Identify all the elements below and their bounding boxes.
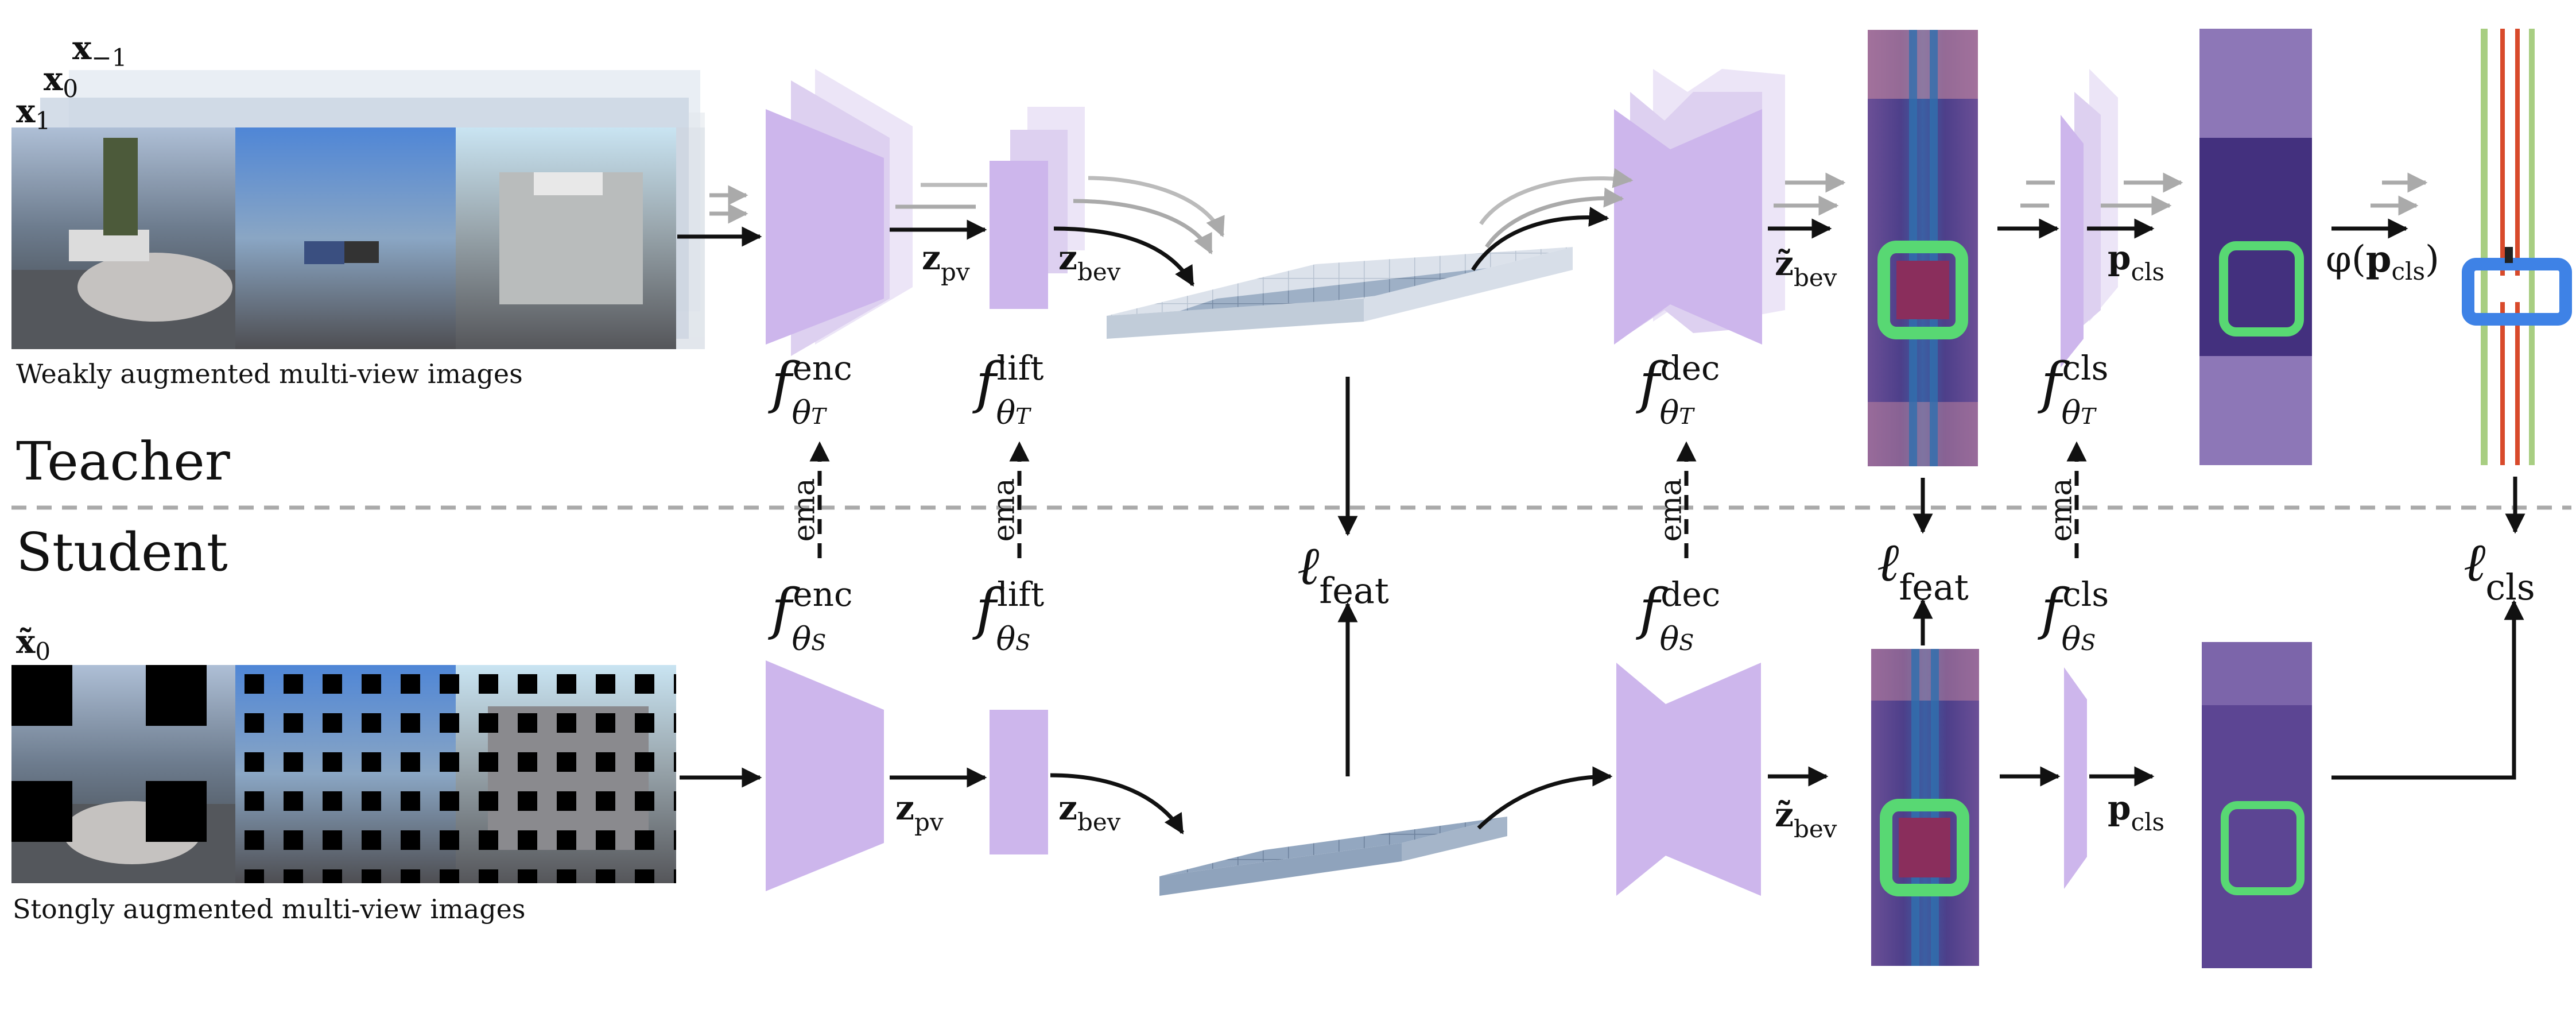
student-cls-trapezoid [2064,667,2087,889]
student-image [11,665,676,883]
teacher-z-pv-label: zpv [922,238,970,286]
teacher-arrows [677,168,2525,536]
frame-label-x1: x1 [16,92,51,136]
teacher-prediction-map [2199,29,2312,465]
teacher-encoder [766,69,913,356]
student-decoder-label: fθSdec [1639,575,1721,659]
pseudo-label-function-label: φ(pcls) [2326,238,2440,285]
student-prediction-map [2202,642,2312,968]
student-encoder-label: fθSenc [771,575,853,659]
student-section-label: Student [16,521,228,583]
teacher-cls-trapezoid [2061,115,2084,368]
teacher-decoder-hourglass [1614,109,1762,345]
student-p-cls-label: pcls [2108,788,2165,836]
student-lift-label: fθSlift [976,575,1045,659]
student-lift-block [990,710,1048,854]
teacher-bev-grid [1107,247,1573,339]
teacher-lift-block [990,161,1048,309]
teacher-lift [990,107,1085,309]
ema-label-encoder: ema [787,478,822,542]
teacher-bev-feature-map [1868,30,1978,466]
student-cls-label: fθScls [2041,575,2109,659]
teacher-cls-head [2061,69,2118,368]
teacher-p-cls-label: pcls [2108,238,2165,286]
teacher-decoder [1614,69,1785,345]
student-images-caption: Stongly augmented multi-view images [13,894,526,925]
frame-label-student-x0: x̃0 [16,623,51,666]
student-z-pv-label: zpv [895,788,944,836]
student-bev-grid [1159,817,1507,896]
frame-x1-image [11,127,676,349]
teacher-z-tilde-bev-label: z̃bev [1775,244,1837,292]
frame-label-x0: x0 [44,60,79,103]
teacher-decoder-label: fθTdec [1639,349,1720,432]
student-z-bev-label: zbev [1058,788,1121,836]
feature-loss-label-right: ℓfeat [1877,532,1969,609]
car-shape [77,253,232,322]
student-bev-feature-map [1871,649,1979,966]
student-arrows [680,598,2524,835]
teacher-image-stack [11,70,705,349]
teacher-cls-label: fθTcls [2041,349,2109,432]
ema-label-cls: ema [2044,478,2079,542]
teacher-pseudo-label-map [2462,29,2572,465]
classification-loss-label: ℓcls [2464,532,2535,609]
teacher-encoder-trapezoid [766,109,884,345]
frame-label-x-minus1: x−1 [72,29,127,72]
student-decoder-hourglass [1616,663,1761,896]
teacher-images-caption: Weakly augmented multi-view images [16,358,523,389]
teacher-encoder-label: fθTenc [771,349,852,432]
student-z-tilde-bev-label: z̃bev [1775,795,1837,843]
feature-loss-label-center: ℓfeat [1297,535,1389,612]
teacher-lift-label: fθTlift [976,349,1044,432]
ema-label-lift: ema [987,478,1022,542]
ema-arrows [809,441,2087,558]
teacher-section-label: Teacher [16,431,230,492]
ema-label-decoder: ema [1654,478,1689,542]
teacher-z-bev-label: zbev [1058,238,1121,286]
student-encoder-trapezoid [766,660,884,891]
